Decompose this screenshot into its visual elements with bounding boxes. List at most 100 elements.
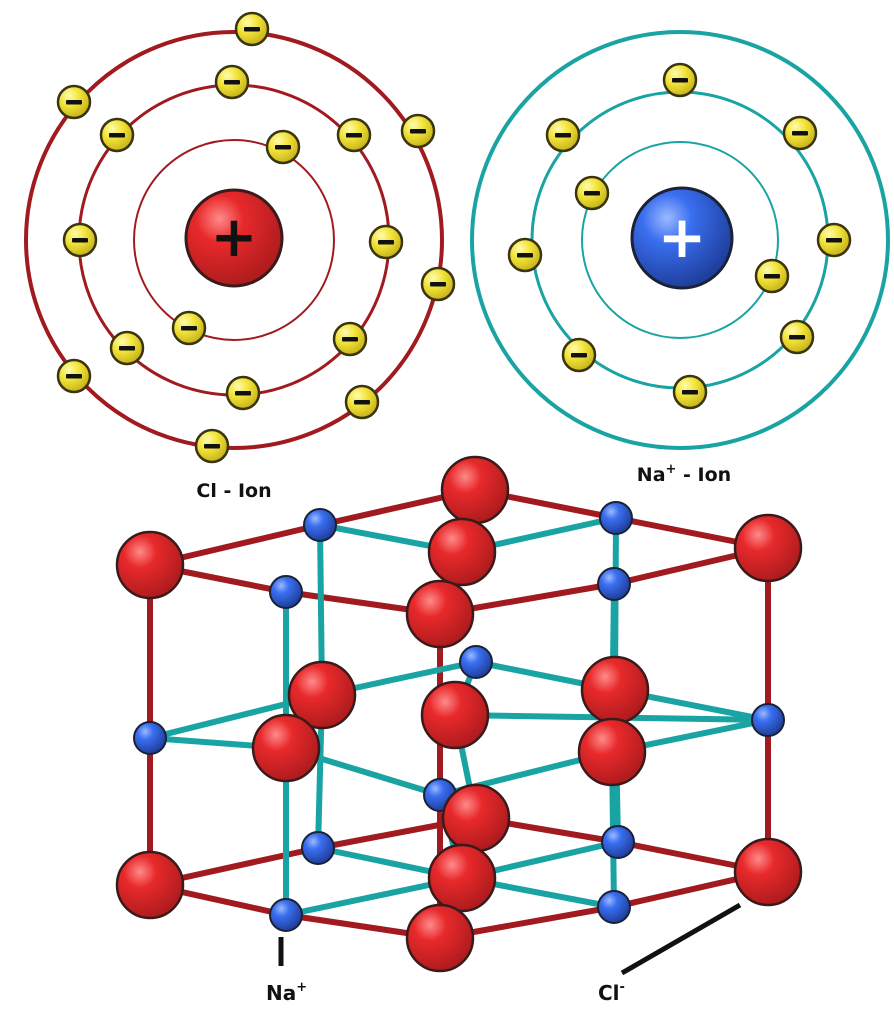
red-sphere-icon-1: [440, 455, 510, 525]
minus-sign-icon: [378, 240, 394, 245]
minus-sign-icon: [826, 238, 842, 243]
na-shell-inner: [581, 141, 779, 339]
red-sphere-icon-10: [577, 717, 647, 787]
na-electron-9: [574, 175, 610, 211]
na-electron-1: [662, 62, 698, 98]
cl-electron-8: [194, 428, 230, 464]
blue-sphere-icon-12: [597, 890, 631, 924]
minus-sign-icon: [204, 444, 220, 449]
cl-atom: +: [24, 11, 456, 464]
cl-shell-outer: [24, 30, 444, 450]
minus-sign-icon: [235, 391, 251, 396]
minus-sign-icon: [66, 100, 82, 105]
blue-sphere-icon-2: [599, 501, 633, 535]
minus-sign-icon: [224, 80, 240, 85]
red-sphere-icon-9: [251, 713, 321, 783]
red-sphere-icon-7: [405, 579, 475, 649]
cl-electron-1: [234, 11, 270, 47]
cl-electron-7: [344, 384, 380, 420]
red-sphere-icon-5: [287, 660, 357, 730]
cl-nucleus-sign: +: [211, 205, 258, 270]
red-sphere-icon-13: [733, 837, 803, 907]
minus-sign-icon: [792, 131, 808, 136]
minus-sign-icon: [517, 253, 533, 258]
red-sphere-icon-4: [427, 517, 497, 587]
na-electron-7: [779, 319, 815, 355]
cl-nucleus: +: [184, 188, 284, 288]
blue-sphere-icon-10: [601, 825, 635, 859]
red-sphere-icon-15: [405, 903, 475, 973]
cl-electron-5: [420, 266, 456, 302]
minus-sign-icon: [119, 346, 135, 351]
na-electron-6: [561, 337, 597, 373]
minus-sign-icon: [181, 326, 197, 331]
na-nucleus-sign: +: [658, 203, 707, 271]
cl-lattice-label: Cl-: [598, 980, 625, 1005]
cl-lattice-label-sup: -: [620, 980, 625, 995]
na-electron-8: [672, 374, 708, 410]
minus-sign-icon: [584, 191, 600, 196]
minus-sign-icon: [72, 238, 88, 243]
na-ion-label: Na+ - Ion: [637, 462, 731, 486]
minus-sign-icon: [244, 27, 260, 32]
na-electrons: [507, 62, 852, 410]
minus-sign-icon: [342, 337, 358, 342]
cl-electron-3: [400, 113, 436, 149]
blue-sphere-icon-9: [301, 831, 335, 865]
na-lattice-label-base: Na: [266, 981, 296, 1005]
minus-sign-icon: [66, 374, 82, 379]
cl-electron-12: [368, 224, 404, 260]
na-atom: +: [470, 30, 890, 450]
red-sphere-icon-3: [733, 513, 803, 583]
red-sphere-icon-2: [115, 530, 185, 600]
cl-nucleus-sphere: [184, 188, 284, 288]
na-lattice-label: Na+: [266, 980, 307, 1005]
na-electron-3: [782, 115, 818, 151]
na-ion-label-rest: - Ion: [676, 464, 731, 486]
minus-sign-icon: [275, 145, 291, 150]
cl-electron-16: [265, 129, 301, 165]
cl-electron-11: [336, 117, 372, 153]
minus-sign-icon: [764, 274, 780, 279]
blue-sphere-icon-11: [269, 898, 303, 932]
blue-sphere-icon-5: [133, 721, 167, 755]
na-ion-label-base: Na: [637, 464, 666, 486]
cl-ion-label: Cl - Ion: [196, 480, 271, 502]
cl-shell-inner: [133, 139, 335, 341]
na-nucleus-sphere: [630, 186, 734, 290]
na-electron-10: [754, 258, 790, 294]
red-sphere-icon-11: [441, 783, 511, 853]
cl-electron-6: [56, 358, 92, 394]
minus-sign-icon: [555, 133, 571, 138]
na-shell-outer: [470, 30, 890, 450]
red-sphere-icon-8: [420, 680, 490, 750]
red-sphere-icon-6: [580, 655, 650, 725]
cl-electron-10: [99, 117, 135, 153]
cl-electron-13: [332, 321, 368, 357]
nacl-crystal-lattice: [115, 455, 803, 973]
blue-sphere-icon-6: [751, 703, 785, 737]
na-electron-2: [545, 117, 581, 153]
blue-sphere-icon-1: [303, 508, 337, 542]
cl-electron-17: [171, 310, 207, 346]
minus-sign-icon: [571, 353, 587, 358]
minus-sign-icon: [789, 335, 805, 340]
na-electron-5: [816, 222, 852, 258]
minus-sign-icon: [346, 133, 362, 138]
blue-sphere-icon-7: [459, 645, 493, 679]
na-lattice-label-sup: +: [296, 980, 307, 995]
cl-lattice-label-base: Cl: [598, 981, 620, 1005]
blue-sphere-icon-4: [597, 567, 631, 601]
cl-electron-14: [109, 330, 145, 366]
cl-electron-4: [62, 222, 98, 258]
minus-sign-icon: [430, 282, 446, 287]
na-nucleus: +: [630, 186, 734, 290]
cl-electron-2: [56, 84, 92, 120]
minus-sign-icon: [682, 390, 698, 395]
minus-sign-icon: [109, 133, 125, 138]
minus-sign-icon: [672, 78, 688, 83]
minus-sign-icon: [354, 400, 370, 405]
blue-sphere-icon-3: [269, 575, 303, 609]
cl-pointer-line: [620, 902, 742, 976]
